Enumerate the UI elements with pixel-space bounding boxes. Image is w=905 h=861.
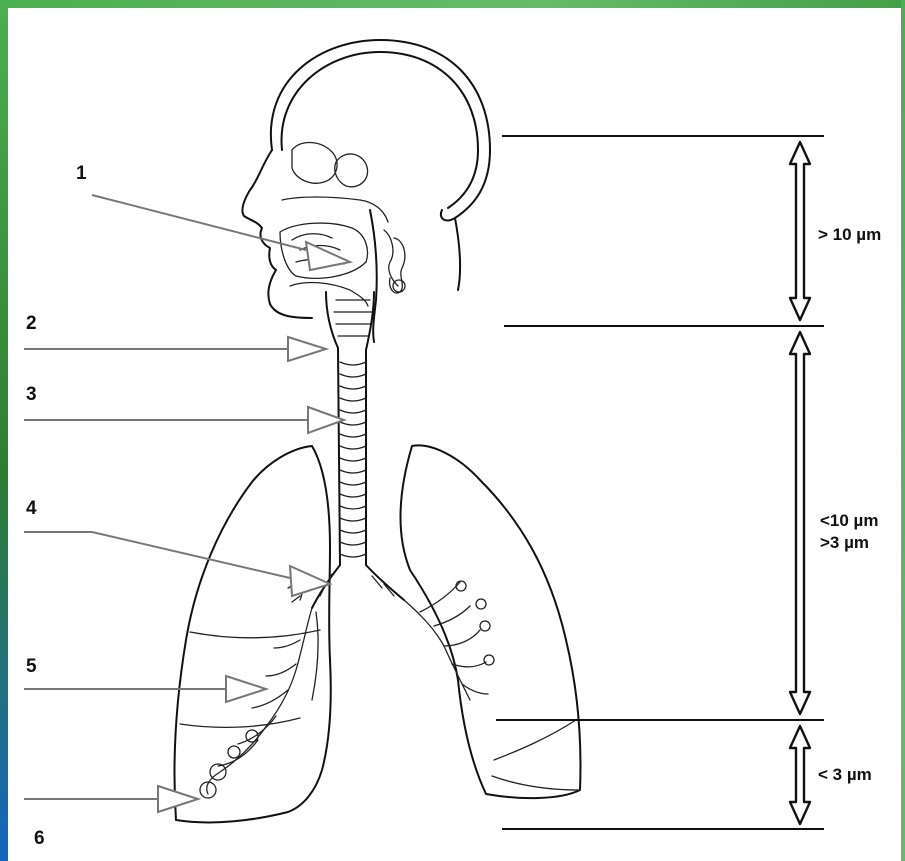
pointer-4 bbox=[24, 532, 330, 596]
pointer-5 bbox=[24, 676, 266, 702]
label-2: 2 bbox=[26, 313, 37, 334]
head-outline bbox=[242, 40, 490, 342]
label-6: 6 bbox=[34, 828, 45, 849]
double-arrow-upper bbox=[790, 142, 810, 320]
label-5: 5 bbox=[26, 656, 37, 677]
size-scale: > 10 µm <10 µm >3 µm < 3 µm bbox=[496, 136, 881, 829]
pointer-3 bbox=[24, 407, 344, 433]
label-4: 4 bbox=[26, 498, 37, 519]
pointer-2 bbox=[24, 337, 326, 361]
size-label-lower: < 3 µm bbox=[818, 765, 872, 784]
pointer-1 bbox=[92, 195, 350, 270]
size-label-middle-2: >3 µm bbox=[820, 533, 869, 552]
double-arrow-middle bbox=[790, 332, 810, 714]
label-1: 1 bbox=[76, 163, 87, 184]
left-lung bbox=[174, 446, 330, 822]
double-arrow-lower bbox=[790, 726, 810, 824]
label-3: 3 bbox=[26, 384, 37, 405]
right-lung bbox=[401, 445, 581, 798]
size-label-upper: > 10 µm bbox=[818, 225, 881, 244]
trachea bbox=[326, 292, 374, 565]
pointer-6 bbox=[24, 786, 198, 812]
size-label-middle-1: <10 µm bbox=[820, 511, 878, 530]
